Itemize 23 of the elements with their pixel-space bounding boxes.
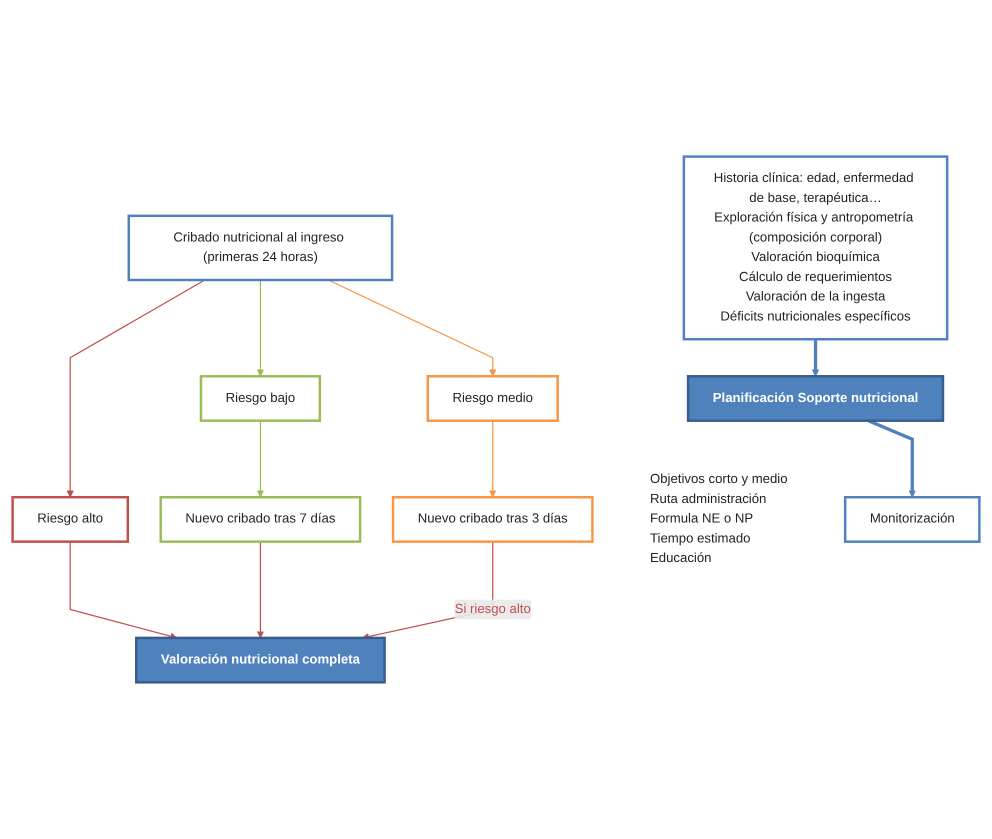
node-box: Planificación Soporte nutricional (686, 375, 944, 422)
arrow (812, 339, 820, 377)
node-box: Cribado nutricional al ingreso (primeras 24 horas) (128, 214, 394, 282)
node-box: Historia clínica: edad, enfermedad de base, terapéutica… Exploración física y antropometría (composición corporal) Valoración bioquímica Cálculo de requerimientos Valoración de la ingesta Déficits nutricionales específicos (682, 155, 948, 340)
node-box: Monitorización (844, 496, 981, 543)
arrow (256, 420, 264, 498)
node-box: Riesgo medio (426, 375, 559, 422)
arrow (489, 420, 496, 498)
node-label: Tiempo estimado (650, 532, 750, 546)
arrow (66, 280, 206, 498)
node-box: Valoración nutricional completa (135, 636, 386, 684)
node-label: Objetivos corto y medio (650, 472, 788, 487)
arrow (256, 280, 264, 377)
arrow (256, 542, 264, 638)
node-label: Educación (650, 552, 712, 566)
edge-label: Si riesgo alto (454, 602, 531, 616)
node-box: Riesgo alto (11, 496, 130, 543)
node-box: Riesgo bajo (200, 375, 322, 422)
node-label: Formula NE o NP (650, 512, 754, 526)
node-box: Nuevo cribado tras 3 días (392, 496, 594, 543)
node-box: Nuevo cribado tras 7 días (160, 496, 362, 543)
node-label: Ruta administración (650, 492, 766, 506)
arrow (328, 279, 496, 377)
